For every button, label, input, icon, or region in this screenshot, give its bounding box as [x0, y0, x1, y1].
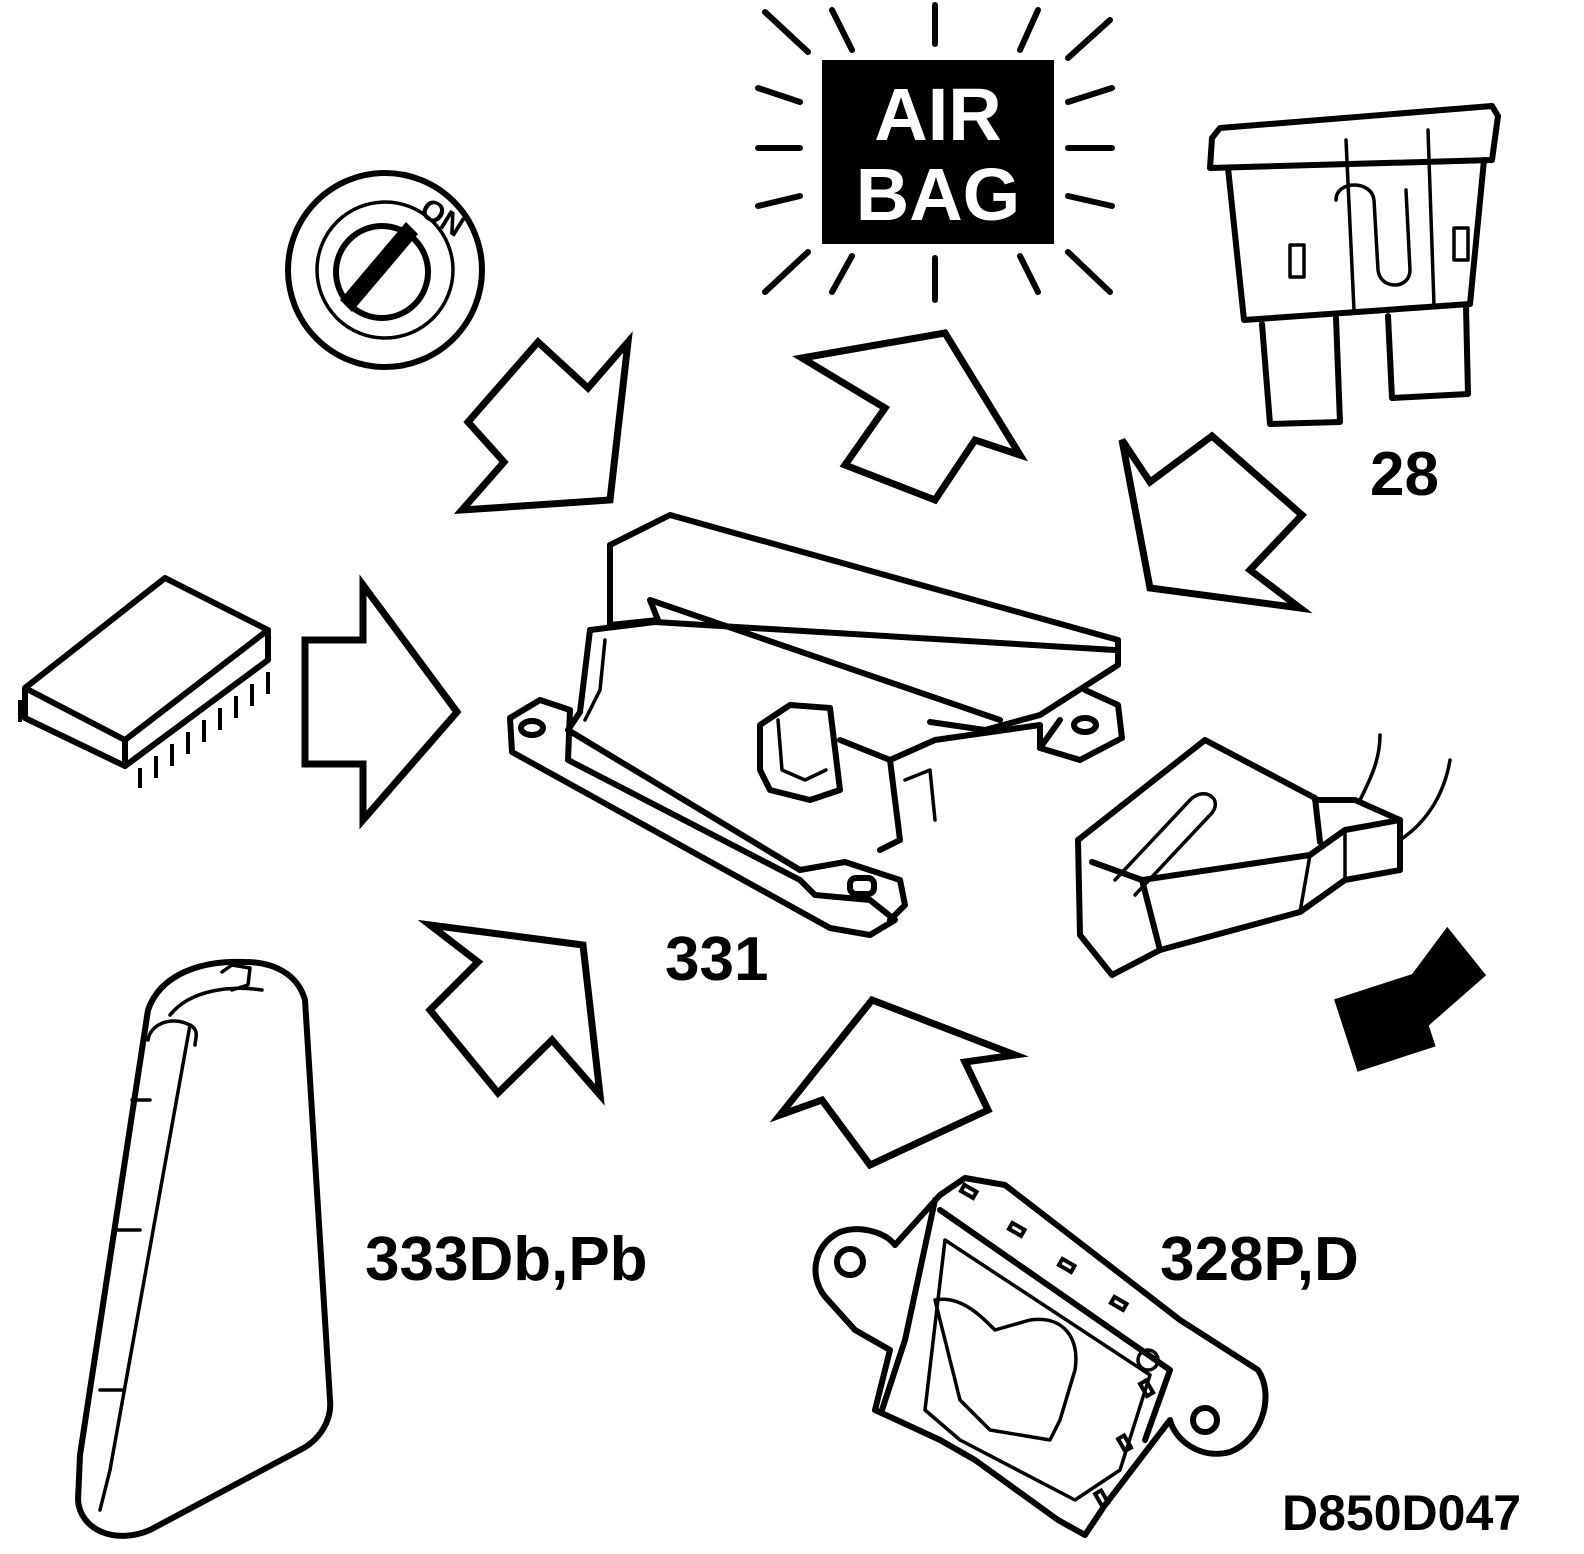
ignition-on-text: ON	[414, 192, 470, 244]
solid-pointer-arrow	[1334, 926, 1487, 1072]
memory-chip	[18, 575, 271, 788]
airbag-control-module	[507, 512, 1125, 938]
arrow-from-side-sensor	[769, 995, 1029, 1170]
airbag-warning-lamp: AIR BAG	[755, 2, 1115, 303]
fuse-label: 28	[1370, 440, 1439, 509]
side-airbag	[75, 958, 334, 1539]
arrow-from-chip	[301, 574, 462, 830]
arrow-to-warning-lamp	[792, 329, 1029, 505]
control-module-label: 331	[665, 925, 768, 994]
side-impact-sensor	[812, 1175, 1269, 1538]
fuse	[1207, 103, 1501, 427]
lamp-text-line1: AIR	[874, 73, 1001, 156]
lamp-text-line2: BAG	[856, 153, 1020, 236]
side-airbag-label: 333Db,Pb	[365, 1225, 648, 1294]
arrow-from-ignition	[453, 331, 633, 515]
drawing-id: D850D047	[1282, 1485, 1521, 1541]
ignition-switch: ON	[285, 170, 485, 370]
ignition-key-slot	[340, 222, 418, 312]
lamp-rays	[755, 2, 1115, 303]
arrow-from-side-airbag	[417, 919, 605, 1106]
lamp-box	[822, 60, 1054, 244]
arrow-from-fuse	[1118, 431, 1313, 614]
side-sensor-label: 328P,D	[1160, 1225, 1359, 1294]
module-connector	[1075, 733, 1452, 978]
